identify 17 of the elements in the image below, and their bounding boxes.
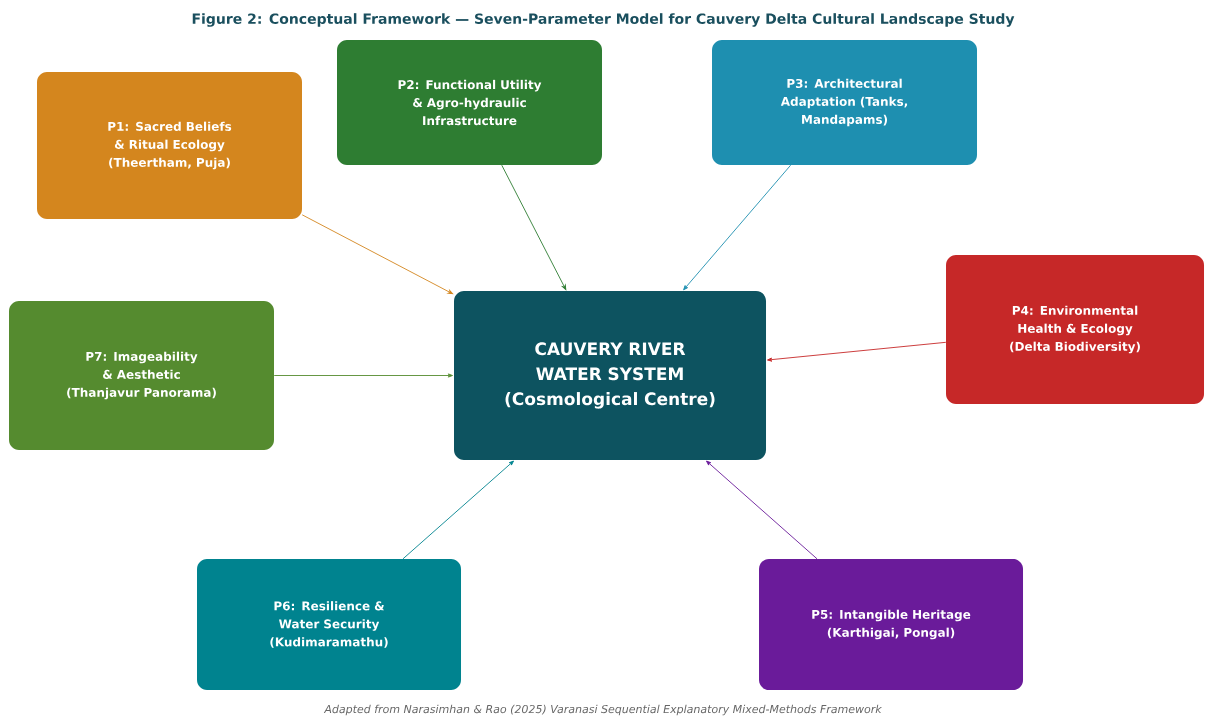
caption: Adapted from Narasimhan & Rao (2025) Varanasi Sequential Explanatory Mixed-Methods Framework <box>323 704 882 716</box>
parameter-box: P3: Architectural Adaptation (Tanks, Mandapams) <box>712 40 977 165</box>
parameter-box: P6: Resilience & Water Security (Kudimaramathu) <box>197 559 461 690</box>
arrow <box>706 460 818 560</box>
arrow <box>767 341 947 362</box>
parameter-box: P1: Sacred Beliefs & Ritual Ecology (Theertham, Puja) <box>37 72 302 219</box>
parameter-box: P4: Environmental Health & Ecology (Delta Biodiversity) <box>946 255 1204 404</box>
figure-title: Figure 2: Conceptual Framework — Seven-Parameter Model for Cauvery Delta Cultural Landscape Study <box>192 13 1015 27</box>
parameter-box: P7: Imageability & Aesthetic (Thanjavur Panorama) <box>9 301 274 450</box>
parameter-box: P5: Intangible Heritage (Karthigai, Pongal) <box>759 559 1023 690</box>
arrow <box>301 214 454 295</box>
arrow <box>402 460 514 560</box>
arrow <box>273 373 453 378</box>
arrow <box>683 164 792 291</box>
arrow <box>501 164 567 291</box>
centre-box: CAUVERY RIVER WATER SYSTEM (Cosmological Centre) <box>454 291 766 460</box>
parameter-box: P2: Functional Utility & Agro-hydraulic Infrastructure <box>337 40 602 165</box>
